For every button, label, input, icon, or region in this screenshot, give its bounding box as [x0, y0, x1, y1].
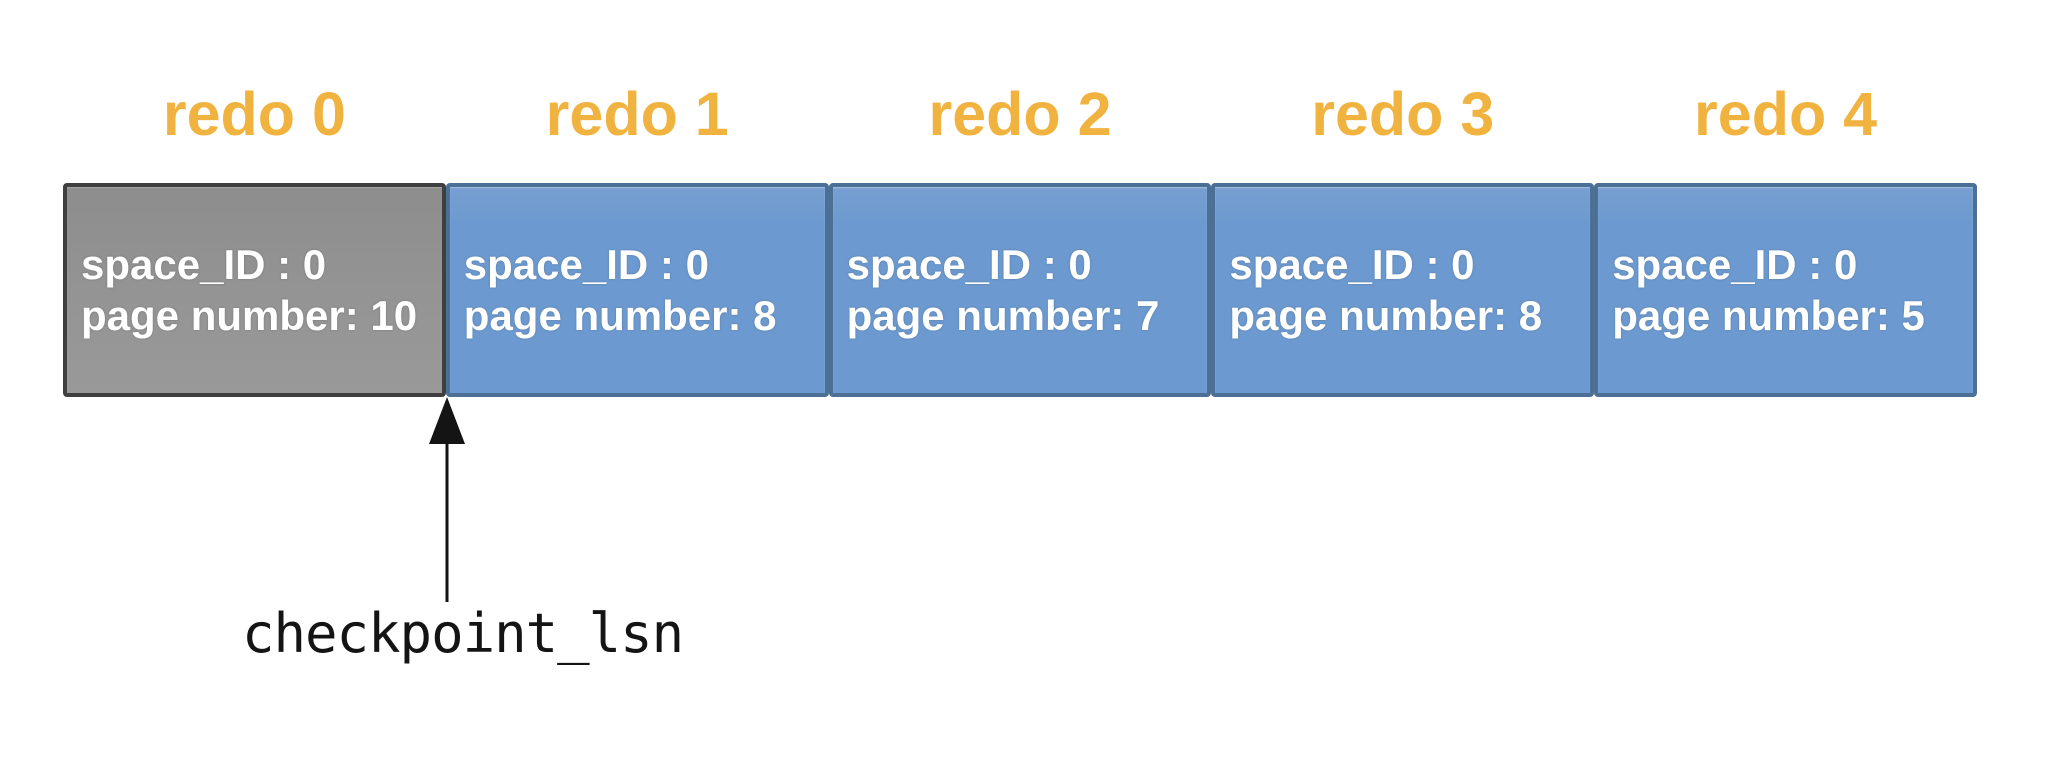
- block-4-page-number: page number: 5: [1612, 292, 1925, 339]
- redo-block-2: space_ID : 0 page number: 7: [828, 183, 1212, 397]
- redo-block-1: space_ID : 0 page number: 8: [445, 183, 829, 397]
- block-2-space-id: space_ID : 0: [846, 241, 1092, 288]
- block-4-space-id: space_ID : 0: [1612, 241, 1858, 288]
- redo-block-4: space_ID : 0 page number: 5: [1594, 183, 1977, 397]
- checkpoint-lsn-label: checkpoint_lsn: [242, 602, 684, 665]
- redo-block-0: space_ID : 0 page number: 10: [63, 183, 446, 397]
- block-1-space-id: space_ID : 0: [463, 241, 709, 288]
- block-0-space-id: space_ID : 0: [81, 241, 327, 288]
- block-2-page-number: page number: 7: [846, 292, 1160, 339]
- redo-label-1: redo 1: [545, 80, 729, 148]
- block-3-page-number: page number: 8: [1229, 292, 1543, 339]
- redo-labels-row: redo 0 redo 1 redo 2 redo 3 redo 4: [63, 78, 1977, 150]
- block-1-page-number: page number: 8: [463, 292, 777, 339]
- redo-blocks-row: space_ID : 0 page number: 10 space_ID : …: [63, 183, 1977, 397]
- checkpoint-arrow-up-icon: [429, 397, 465, 602]
- block-3-space-id: space_ID : 0: [1229, 241, 1475, 288]
- redo-block-3: space_ID : 0 page number: 8: [1211, 183, 1595, 397]
- redo-label-4: redo 4: [1694, 80, 1878, 148]
- block-0-page-number: page number: 10: [81, 292, 418, 339]
- redo-label-2: redo 2: [928, 80, 1112, 148]
- redo-label-3: redo 3: [1311, 80, 1495, 148]
- redo-label-0: redo 0: [162, 80, 346, 148]
